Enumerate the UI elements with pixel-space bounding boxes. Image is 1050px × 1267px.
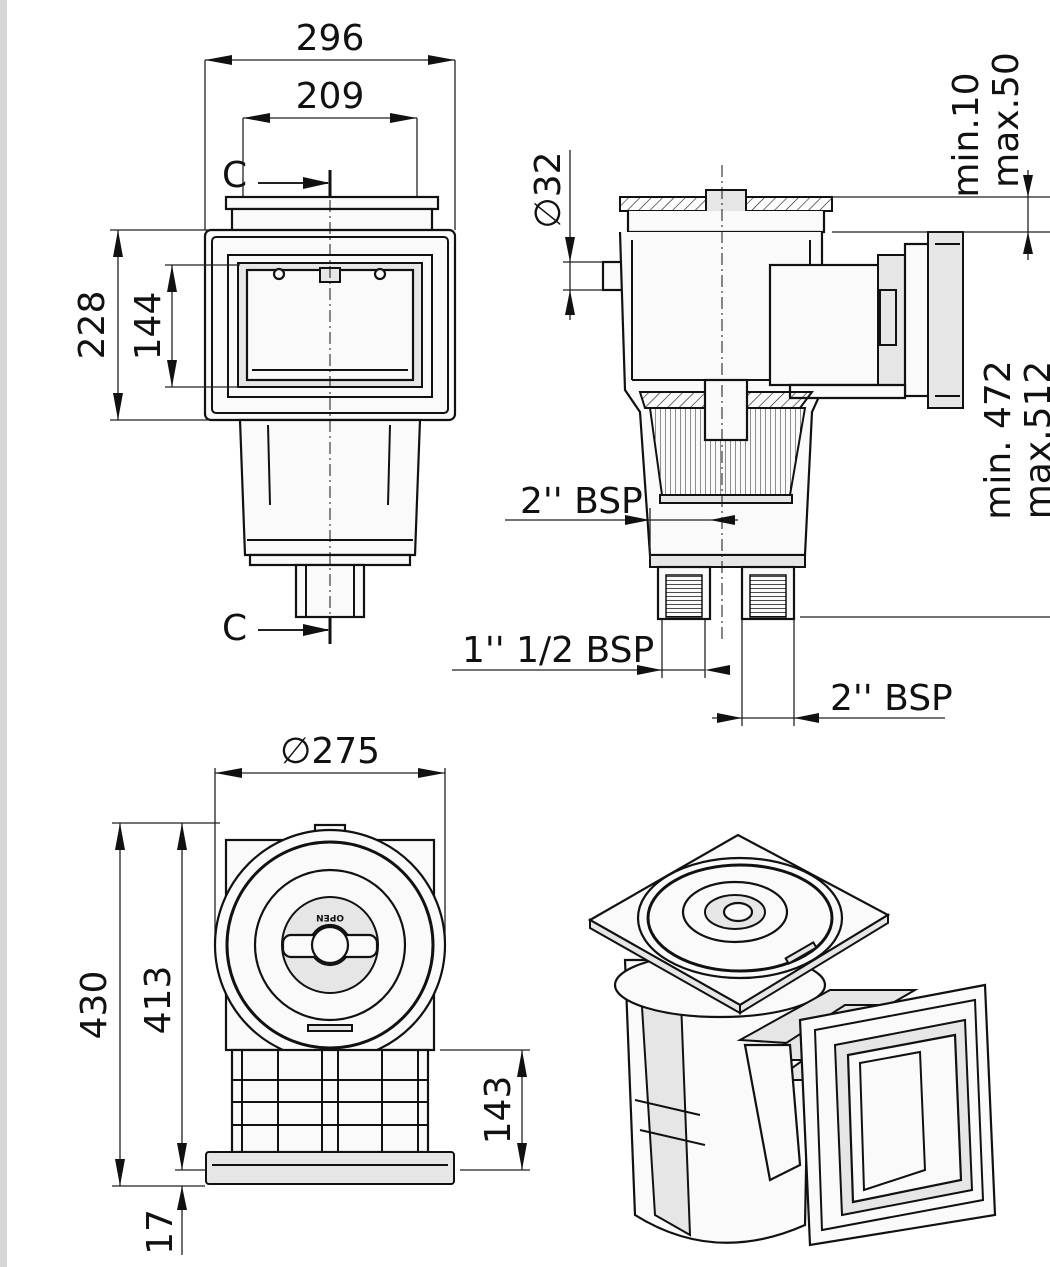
dim-flange-thickness: 17 [140, 1209, 181, 1255]
dim-inlet-diameter-value: 32 [528, 151, 569, 197]
section-mark-top: C [222, 155, 247, 196]
dim-basket-thread: 2'' BSP [520, 481, 643, 522]
front-view: 296 209 C [72, 18, 457, 649]
dim-body-depth: 413 [138, 966, 179, 1035]
top-view: ∅275 OPEN 430 [74, 731, 530, 1255]
page-left-border [0, 0, 7, 1267]
dim-outlet-thread-right: 2'' BSP [830, 678, 953, 719]
dim-outlet-thread-left: 1'' 1/2 BSP [462, 630, 654, 671]
dim-height-max: max.512 [1018, 361, 1050, 520]
dim-total-height: 430 [74, 971, 115, 1040]
section-mark-bottom: C [222, 608, 247, 649]
section-view: ∅32 [452, 52, 1050, 726]
dim-overall-width: 296 [296, 18, 365, 59]
dim-mouth-height: 143 [478, 1076, 519, 1145]
dim-lid-adjust-min: min.10 [946, 72, 987, 197]
dim-inlet-diameter: ∅32 [528, 151, 569, 228]
diameter-symbol: ∅ [528, 197, 569, 228]
dim-body-height: 228 [72, 291, 113, 360]
dim-lid-diameter-value: 275 [311, 731, 380, 772]
dim-lid-adjust-max: max.50 [986, 52, 1027, 188]
lid-open-label: OPEN [316, 912, 344, 922]
dim-opening-height: 144 [128, 292, 169, 361]
dim-height-min: min. 472 [978, 360, 1019, 520]
diameter-symbol-2: ∅ [280, 731, 311, 772]
isometric-view [587, 833, 997, 1247]
dim-lid-diameter: ∅275 [280, 731, 380, 772]
dim-opening-width: 209 [296, 76, 365, 117]
